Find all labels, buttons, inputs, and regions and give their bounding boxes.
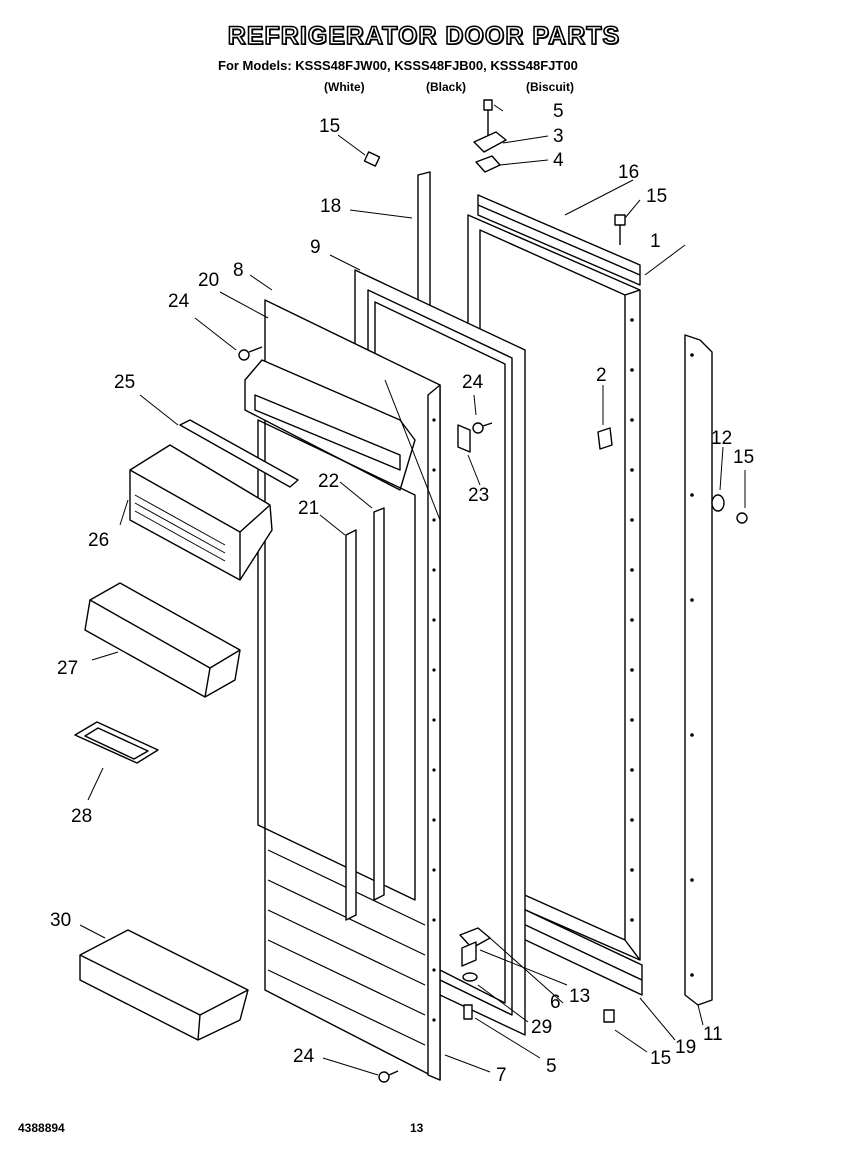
callout-29: 29 bbox=[531, 1017, 552, 1038]
door-bin bbox=[84, 582, 241, 698]
callout-15-top-left: 15 bbox=[319, 116, 340, 137]
callout-25: 25 bbox=[114, 372, 135, 393]
callout-30: 30 bbox=[50, 910, 71, 931]
callout-7: 7 bbox=[496, 1065, 507, 1086]
callout-21: 21 bbox=[298, 498, 319, 519]
callout-1: 1 bbox=[650, 231, 661, 252]
dispenser-trim-strip bbox=[179, 419, 299, 488]
callout-5-bottom: 5 bbox=[546, 1056, 557, 1077]
callout-24-bottom: 24 bbox=[293, 1046, 315, 1067]
variant-white: (White) bbox=[324, 80, 365, 94]
callout-28: 28 bbox=[71, 806, 92, 827]
model-list: For Models: KSSS48FJW00, KSSS48FJB00, KS… bbox=[218, 58, 578, 73]
page-number: 13 bbox=[410, 1121, 424, 1135]
callout-26: 26 bbox=[88, 530, 109, 551]
callout-24-left: 24 bbox=[168, 291, 190, 312]
callout-5-top: 5 bbox=[553, 101, 564, 122]
variant-biscuit: (Biscuit) bbox=[526, 80, 574, 94]
variant-black: (Black) bbox=[426, 80, 467, 94]
shelf-rails bbox=[345, 507, 385, 921]
callout-15-right: 15 bbox=[733, 447, 754, 468]
callout-19: 19 bbox=[675, 1037, 696, 1058]
callout-24-center: 24 bbox=[462, 372, 484, 393]
callout-6: 6 bbox=[550, 992, 561, 1013]
callout-12: 12 bbox=[711, 428, 732, 449]
callout-9: 9 bbox=[310, 237, 321, 258]
screw-icons bbox=[238, 151, 748, 1083]
callout-8: 8 bbox=[233, 260, 244, 281]
inner-door-liner bbox=[244, 299, 441, 1081]
callout-labels: 1 2 3 4 5 5 6 7 8 9 11 12 13 15 15 15 15… bbox=[50, 101, 754, 1086]
document-number: 4388894 bbox=[18, 1121, 65, 1135]
callout-4: 4 bbox=[553, 150, 564, 171]
callout-20: 20 bbox=[198, 270, 219, 291]
callout-27: 27 bbox=[57, 658, 78, 679]
callout-11: 11 bbox=[703, 1024, 723, 1045]
callout-22: 22 bbox=[318, 471, 339, 492]
dispenser-housing bbox=[129, 444, 273, 581]
bottom-door-bin bbox=[79, 929, 249, 1041]
callout-16: 16 bbox=[618, 162, 639, 183]
callout-18: 18 bbox=[320, 196, 341, 217]
callout-15-bottom: 15 bbox=[650, 1048, 671, 1069]
top-hinge-assembly bbox=[473, 99, 507, 173]
callout-23: 23 bbox=[468, 485, 489, 506]
callout-leaders bbox=[79, 104, 746, 1076]
callout-15-top-right: 15 bbox=[646, 186, 667, 207]
page-title: REFRIGERATOR DOOR PARTS bbox=[227, 21, 621, 51]
door-trim-strip bbox=[684, 334, 713, 1006]
callout-3: 3 bbox=[553, 126, 564, 147]
callout-2: 2 bbox=[596, 365, 607, 386]
small-tray bbox=[74, 721, 159, 764]
clip-part bbox=[597, 427, 613, 450]
top-door-cap bbox=[477, 194, 641, 286]
callout-13: 13 bbox=[569, 986, 590, 1007]
bracket-part bbox=[457, 424, 471, 453]
